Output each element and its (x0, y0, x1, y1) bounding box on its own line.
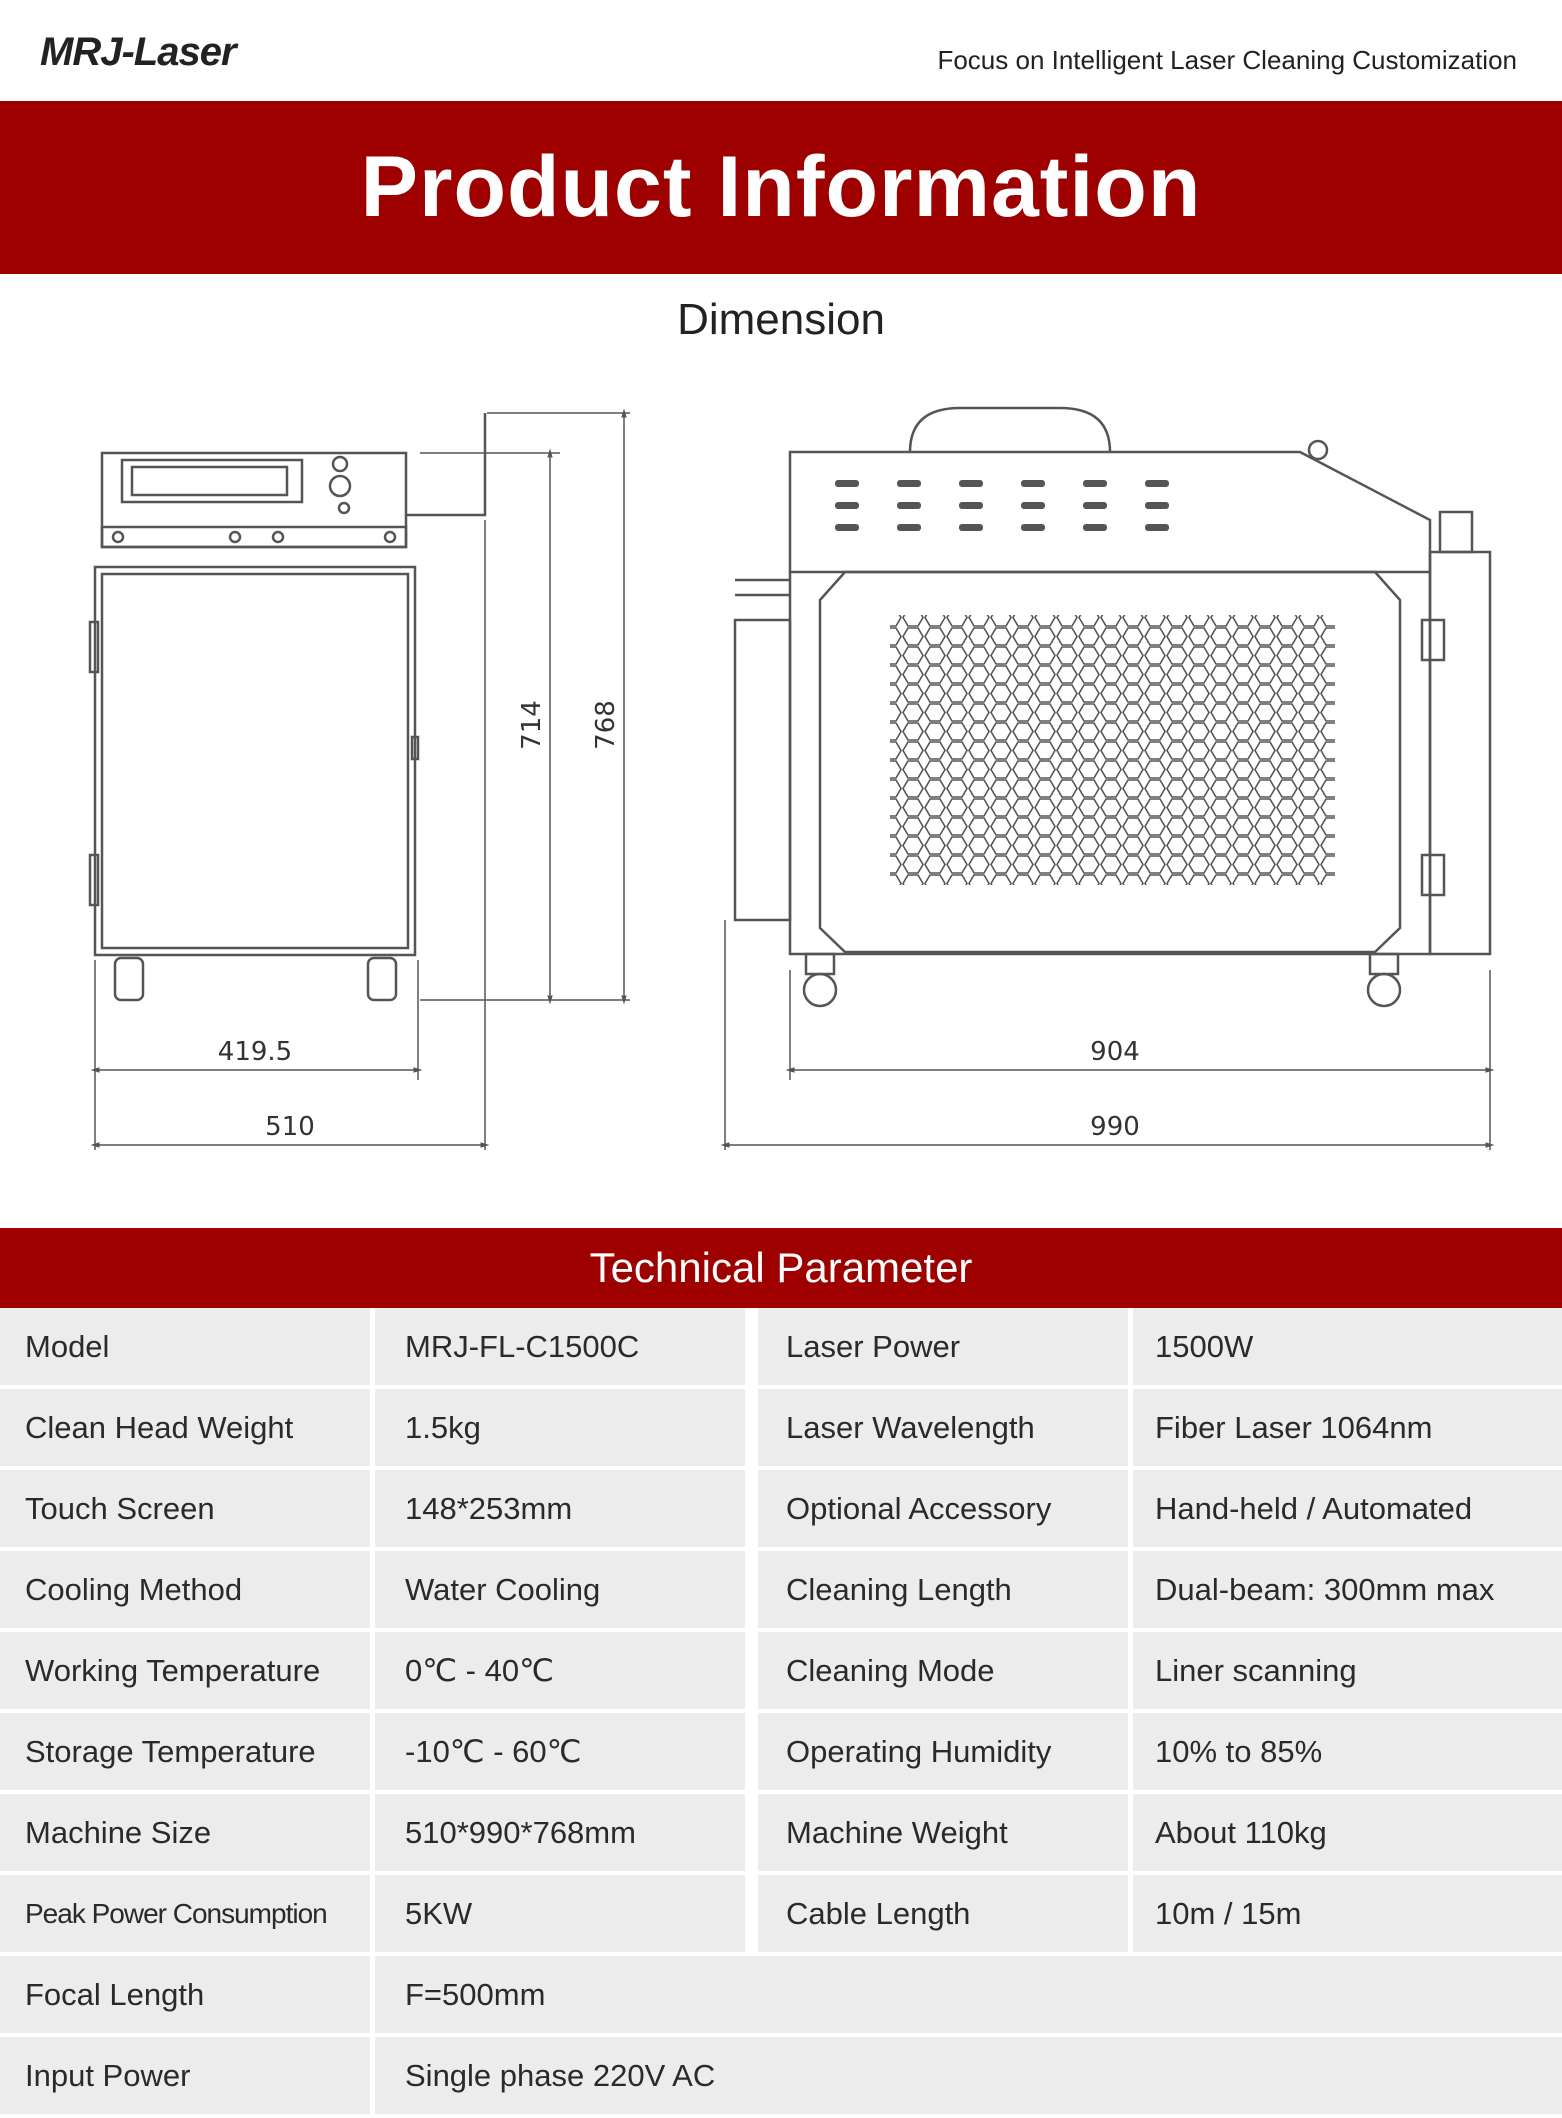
param-value: Fiber Laser 1064nm (1133, 1389, 1562, 1466)
dim-label-length-inner: 904 (1090, 1037, 1140, 1067)
vent-slots (835, 480, 1169, 531)
param-key: Peak Power Consumption (0, 1875, 370, 1952)
param-key: Focal Length (0, 1956, 370, 2033)
param-value: 1.5kg (375, 1389, 745, 1466)
param-key: Input Power (0, 2037, 370, 2114)
param-key: Laser Power (758, 1308, 1128, 1385)
param-key: Working Temperature (0, 1632, 370, 1709)
param-key: Model (0, 1308, 370, 1385)
dim-label-length-outer: 990 (1090, 1112, 1140, 1142)
table-row: Machine Size 510*990*768mm Machine Weigh… (0, 1794, 1562, 1875)
table-row: Input Power Single phase 220V AC (0, 2037, 1562, 2118)
param-value: Water Cooling (375, 1551, 745, 1628)
param-value: 148*253mm (375, 1470, 745, 1547)
param-value: 0℃ - 40℃ (375, 1632, 745, 1709)
page-title: Product Information (360, 139, 1202, 235)
table-row: Storage Temperature -10℃ - 60℃ Operating… (0, 1713, 1562, 1794)
param-key: Laser Wavelength (758, 1389, 1128, 1466)
front-view (88, 408, 630, 1150)
brand-logo: MRJ-Laser (40, 30, 237, 74)
param-value: 10% to 85% (1133, 1713, 1562, 1790)
param-value: 5KW (375, 1875, 745, 1952)
param-value: Hand-held / Automated (1133, 1470, 1562, 1547)
param-key: Clean Head Weight (0, 1389, 370, 1466)
parameter-table: Model MRJ-FL-C1500C Laser Power 1500W Cl… (0, 1308, 1562, 2118)
param-key: Cooling Method (0, 1551, 370, 1628)
dim-label-height-outer: 768 (591, 700, 621, 750)
param-value: Single phase 220V AC (375, 2037, 1562, 2114)
table-row: Clean Head Weight 1.5kg Laser Wavelength… (0, 1389, 1562, 1470)
param-key: Optional Accessory (758, 1470, 1128, 1547)
param-key: Storage Temperature (0, 1713, 370, 1790)
param-key: Cleaning Mode (758, 1632, 1128, 1709)
dimension-title: Dimension (677, 295, 885, 344)
param-value: About 110kg (1133, 1794, 1562, 1871)
param-value: Liner scanning (1133, 1632, 1562, 1709)
param-value: 10m / 15m (1133, 1875, 1562, 1952)
param-key: Operating Humidity (758, 1713, 1128, 1790)
table-row: Touch Screen 148*253mm Optional Accessor… (0, 1470, 1562, 1551)
table-row: Cooling Method Water Cooling Cleaning Le… (0, 1551, 1562, 1632)
param-value: MRJ-FL-C1500C (375, 1308, 745, 1385)
product-info-banner: Product Information (0, 101, 1562, 274)
table-row: Model MRJ-FL-C1500C Laser Power 1500W (0, 1308, 1562, 1389)
tagline: Focus on Intelligent Laser Cleaning Cust… (937, 45, 1517, 75)
param-value: -10℃ - 60℃ (375, 1713, 745, 1790)
dim-label-height-inner: 714 (517, 700, 547, 750)
table-row: Peak Power Consumption 5KW Cable Length … (0, 1875, 1562, 1956)
technical-parameter-header: Technical Parameter (0, 1228, 1562, 1308)
param-value: 510*990*768mm (375, 1794, 745, 1871)
table-row: Focal Length F=500mm (0, 1956, 1562, 2037)
param-value: Dual-beam: 300mm max (1133, 1551, 1562, 1628)
param-key: Machine Size (0, 1794, 370, 1871)
dimension-drawing: 419.5 510 714 768 904 990 (88, 406, 1495, 1150)
param-key: Touch Screen (0, 1470, 370, 1547)
dim-label-width-inner: 419.5 (218, 1037, 292, 1067)
param-value: 1500W (1133, 1308, 1562, 1385)
param-key: Cable Length (758, 1875, 1128, 1952)
dim-label-width-outer: 510 (265, 1112, 315, 1142)
table-row: Working Temperature 0℃ - 40℃ Cleaning Mo… (0, 1632, 1562, 1713)
param-key: Machine Weight (758, 1794, 1128, 1871)
top-bar: MRJ-Laser Focus on Intelligent Laser Cle… (0, 0, 1562, 100)
side-view (720, 406, 1495, 1150)
param-key: Cleaning Length (758, 1551, 1128, 1628)
param-value: F=500mm (375, 1956, 1562, 2033)
technical-parameter-title: Technical Parameter (589, 1244, 973, 1291)
